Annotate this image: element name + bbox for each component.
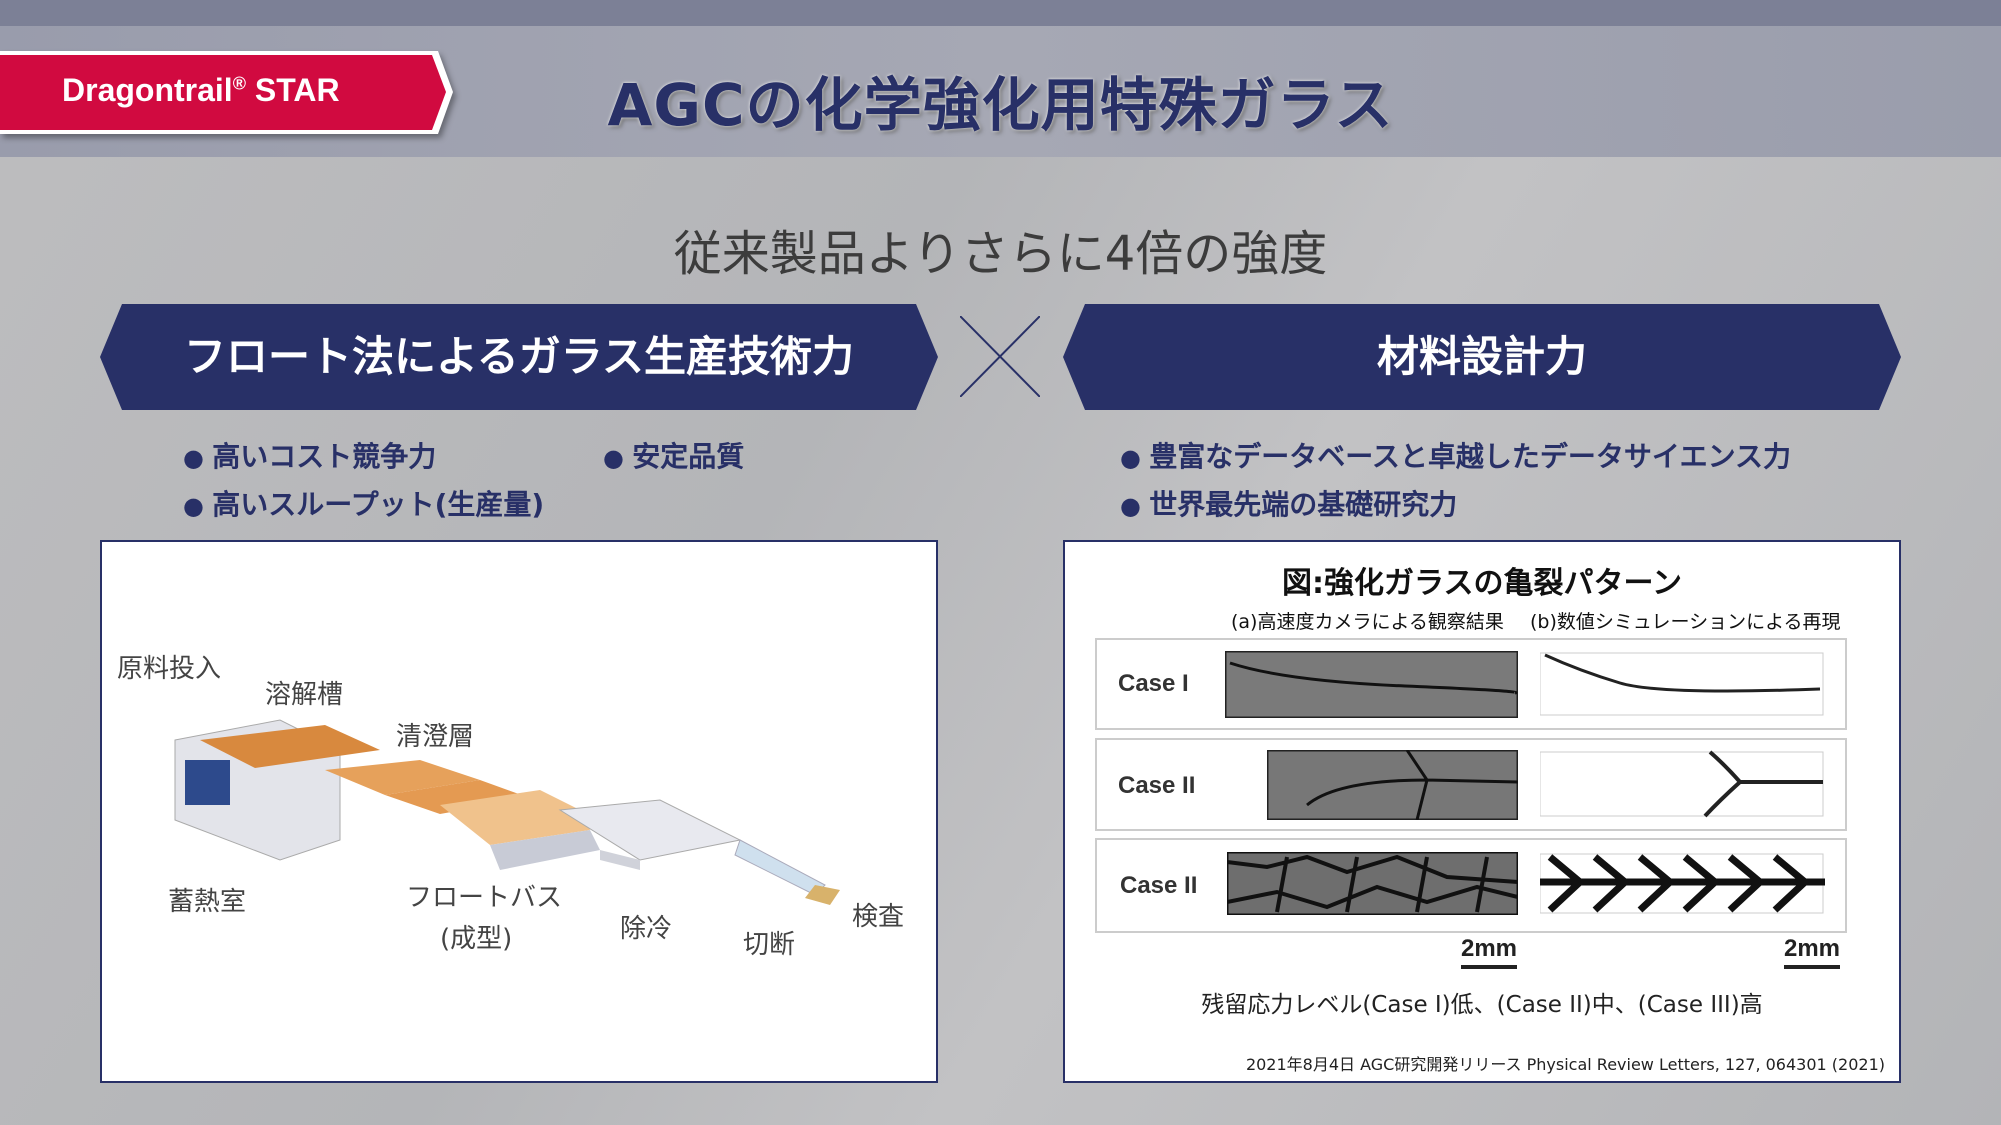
label-raw-material: 原料投入 xyxy=(117,654,222,684)
label-cutting: 切断 xyxy=(743,930,796,960)
case-label-2: Case II xyxy=(1118,772,1196,799)
case-label-1: Case I xyxy=(1118,670,1189,697)
brand-suffix: STAR xyxy=(245,72,340,108)
brand-badge-text: Dragontrail® STAR xyxy=(62,72,340,109)
float-line-diagram xyxy=(174,719,840,905)
bullet-cost: 高いコスト競争力 xyxy=(183,435,436,475)
citation: 2021年8月4日 AGC研究開発リリース Physical Review Le… xyxy=(1245,1055,1885,1074)
scale-bar-b: 2mm xyxy=(1777,935,1847,969)
bullet-database: 豊富なデータベースと卓越したデータサイエンス力 xyxy=(1120,435,1791,475)
crack-sim-case-2 xyxy=(1540,750,1824,818)
cross-icon xyxy=(960,316,1040,397)
top-strip xyxy=(0,0,2001,26)
label-melting-tank: 溶解槽 xyxy=(265,680,344,710)
label-inspection: 検査 xyxy=(852,902,905,932)
label-regenerator: 蓄熱室 xyxy=(168,887,247,917)
label-refining: 清澄層 xyxy=(396,722,475,752)
figure-title: 図:強化ガラスの亀裂パターン xyxy=(1282,566,1682,601)
bullet-quality: 安定品質 xyxy=(603,435,744,475)
figure-subtitle-b: (b)数値シミュレーションによる再現 xyxy=(1530,611,1841,633)
label-annealing: 除冷 xyxy=(620,914,673,944)
crack-photo-case-1 xyxy=(1225,651,1518,718)
brand-badge xyxy=(0,51,453,134)
label-forming: (成型) xyxy=(440,924,513,954)
crack-sim-case-3 xyxy=(1540,853,1825,914)
crack-sim-case-1 xyxy=(1540,652,1824,716)
brand-name: Dragontrail xyxy=(62,72,233,108)
figure-subtitle-a: (a)高速度カメラによる観察結果 xyxy=(1231,611,1504,633)
figure-caption: 残留応力レベル(Case I)低、(Case II)中、(Case III)高 xyxy=(1201,992,1763,1018)
case-label-3: Case II xyxy=(1120,872,1198,899)
right-banner xyxy=(1063,304,1901,410)
label-float-bath: フロートバス xyxy=(406,883,563,913)
left-banner-text: フロート法によるガラス生産技術力 xyxy=(184,332,854,381)
left-banner xyxy=(100,304,938,410)
crack-photo-case-2 xyxy=(1267,750,1518,820)
right-banner-text: 材料設計力 xyxy=(1376,332,1587,381)
page-title: AGCの化学強化用特殊ガラス xyxy=(607,71,1394,139)
bullet-research: 世界最先端の基礎研究力 xyxy=(1120,483,1457,523)
registered-mark: ® xyxy=(232,73,246,94)
scale-bar-a: 2mm xyxy=(1454,935,1524,969)
crack-photo-case-3 xyxy=(1227,852,1518,915)
subtitle: 従来製品よりさらに4倍の強度 xyxy=(673,226,1328,282)
bullet-throughput: 高いスループット(生産量) xyxy=(183,483,544,523)
